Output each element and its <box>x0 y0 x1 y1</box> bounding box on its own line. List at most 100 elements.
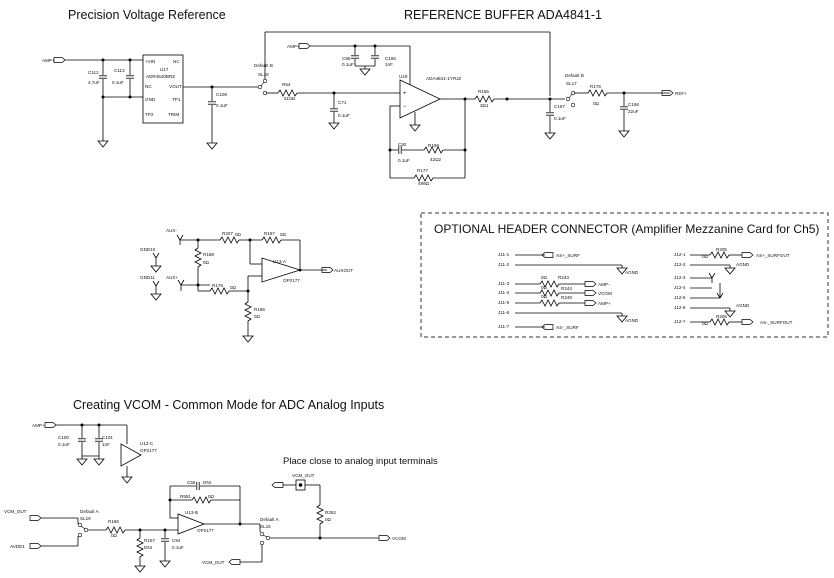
resistor-icon <box>316 504 324 525</box>
pin-j12-7: J12-7 <box>674 319 686 324</box>
precision-reference-circuit: AMP+ C112 4.7uF C113 0.1uF U17 ADR4540BR… <box>42 31 687 186</box>
pin-tp2: TP2 <box>145 112 154 117</box>
net-label-aux-plus: AUX+ <box>166 275 178 280</box>
note-place-close: Place close to analog input terminals <box>283 456 438 467</box>
c71-label: C71 <box>338 100 347 105</box>
r187-value: 0Ω <box>280 232 287 237</box>
net-flag-icon <box>584 281 597 287</box>
c113-label: C113 <box>114 68 125 73</box>
net-flag-icon <box>298 43 311 49</box>
capacitor-icon <box>545 112 555 116</box>
r243-label: R243 <box>558 275 569 280</box>
r168-label: R168 <box>428 143 439 148</box>
pin-tp1: TP1 <box>172 97 181 102</box>
net-label-ampp: AMP+ <box>32 423 45 428</box>
u19-part: ADA4841-1YRJZ <box>426 76 461 81</box>
capacitor-icon <box>125 75 135 79</box>
pin-j11-5: J11-5 <box>498 300 510 305</box>
pin-j11-2: J11-2 <box>498 262 510 267</box>
net-label-ampp: AMP+ <box>42 58 55 63</box>
ground-icon <box>618 127 630 138</box>
r166-label: R166 <box>108 519 119 524</box>
u13c-part: OP2177 <box>140 448 157 453</box>
ground-icon <box>724 264 736 275</box>
pin-j11-7: J11-7 <box>498 324 510 329</box>
c95-label: C95 <box>342 56 351 61</box>
net-flag-icon <box>378 535 391 541</box>
r244-label: R244 <box>561 286 572 291</box>
input-terminal-icon <box>177 279 185 286</box>
net-label-amp-minus: AMP- <box>598 282 610 287</box>
solder-link-icon <box>257 84 263 90</box>
optional-header-title: OPTIONAL HEADER CONNECTOR (Amplifier Mez… <box>434 222 819 236</box>
net-label-agnd: AGND <box>625 270 639 275</box>
title-precision-reference: Precision Voltage Reference <box>68 8 226 22</box>
r551-label: R551 <box>180 494 191 499</box>
input-terminal-icon <box>176 234 184 241</box>
net-label-agnd: AGND <box>625 318 639 323</box>
r249-label: R249 <box>561 295 572 300</box>
c101-value: 1nF <box>102 442 110 447</box>
pin-j12-6: J12-6 <box>674 305 686 310</box>
ground-icon <box>159 557 171 568</box>
net-label-as-surf-minus: AS-_SURF <box>556 325 579 330</box>
net-label-auxout: AUXOUT <box>334 268 353 273</box>
pin-j11-3: J11-3 <box>498 281 510 286</box>
r551-value: 0Ω <box>208 494 215 499</box>
pin-nc: NC <box>145 84 152 89</box>
optional-header-frame <box>420 212 829 338</box>
u13b-opamp-icon <box>177 513 206 535</box>
u17-part: ADR4540BRZ <box>146 74 175 79</box>
r186-label: R186 <box>254 307 265 312</box>
ground-icon <box>150 290 162 301</box>
svg-text:−: − <box>403 104 407 110</box>
sl19-label: SL19 <box>80 516 91 521</box>
capacitor-icon <box>370 55 380 59</box>
sl17-label: SL17 <box>566 81 577 86</box>
c167-label: C167 <box>554 104 565 109</box>
u13c-label: U13-C <box>140 441 154 446</box>
r252-label: R252 <box>325 510 336 515</box>
capacitor-icon <box>207 101 217 105</box>
svg-text:+: + <box>403 91 407 97</box>
net-label-ampp: AMP+ <box>287 44 300 49</box>
r187-label: R187 <box>264 231 275 236</box>
ground-icon <box>150 262 162 273</box>
u13b-part: OP2177 <box>197 528 214 533</box>
pin-gnd: GND <box>145 97 156 102</box>
pin-vout: VOUT <box>169 84 182 89</box>
c165-label: C165 <box>385 56 396 61</box>
net-label-agnd: AGND <box>736 262 750 267</box>
r244-value: 0Ω <box>541 285 548 290</box>
capacitor-icon <box>196 481 200 491</box>
sl16-default: Default B <box>254 63 273 68</box>
sl19-default: Default A <box>80 509 100 514</box>
ground-icon <box>121 473 133 484</box>
net-label-amp-plus: AMP+ <box>598 301 611 306</box>
r243-value: 0Ω <box>541 275 548 280</box>
c94-label: C94 <box>172 538 181 543</box>
pin-nc: NC <box>173 59 180 64</box>
r252-value: 0Ω <box>325 517 332 522</box>
terminal-icon <box>152 252 160 259</box>
net-flag-icon <box>53 57 66 63</box>
aux-buffer-circuit: AUX- R188 0Ω R207 0Ω R187 0Ω U13-A OP217… <box>140 228 353 343</box>
solder-link-icon <box>565 96 571 102</box>
c167-value: 0.1uF <box>554 116 566 121</box>
net-flag-icon <box>44 422 57 428</box>
resistor-icon <box>474 95 495 103</box>
pin-vin: +VIN <box>145 59 155 64</box>
sl17-default: Default B <box>565 73 584 78</box>
net-label-vcom: VCOM <box>392 536 406 541</box>
net-label-avdd1: AVDD1 <box>10 544 25 549</box>
r186-value: 0Ω <box>254 314 261 319</box>
c165-value: 1nF <box>385 62 393 67</box>
u17-ic-body <box>142 54 184 124</box>
c109-value: 0.1uF <box>216 103 228 108</box>
net-flag-icon <box>29 515 42 521</box>
pin-j12-1: J12-1 <box>674 252 686 257</box>
r166-value: 0Ω <box>111 533 118 538</box>
r205-value: 0Ω <box>702 254 709 259</box>
u13a-label: U13-A <box>273 259 287 264</box>
